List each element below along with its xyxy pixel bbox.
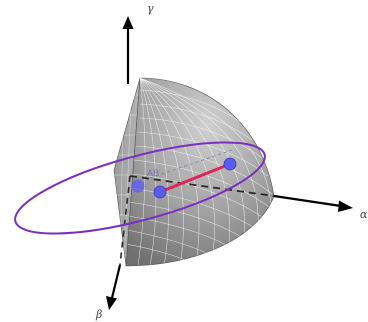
segment-ab [149,149,233,194]
orbit-ellipse [14,141,266,235]
point-label: AB [147,169,159,179]
points [131,157,237,199]
sphere-surface [125,77,275,267]
point-b [223,157,237,171]
point-left [131,179,145,193]
alpha-axis [129,175,353,212]
gamma-axis [122,16,134,84]
point-a [153,185,167,199]
beta-axis-label: β [95,308,102,321]
beta-axis [106,175,131,310]
gamma-axis-label: γ [147,2,154,15]
alpha-axis-label: α [360,208,368,221]
